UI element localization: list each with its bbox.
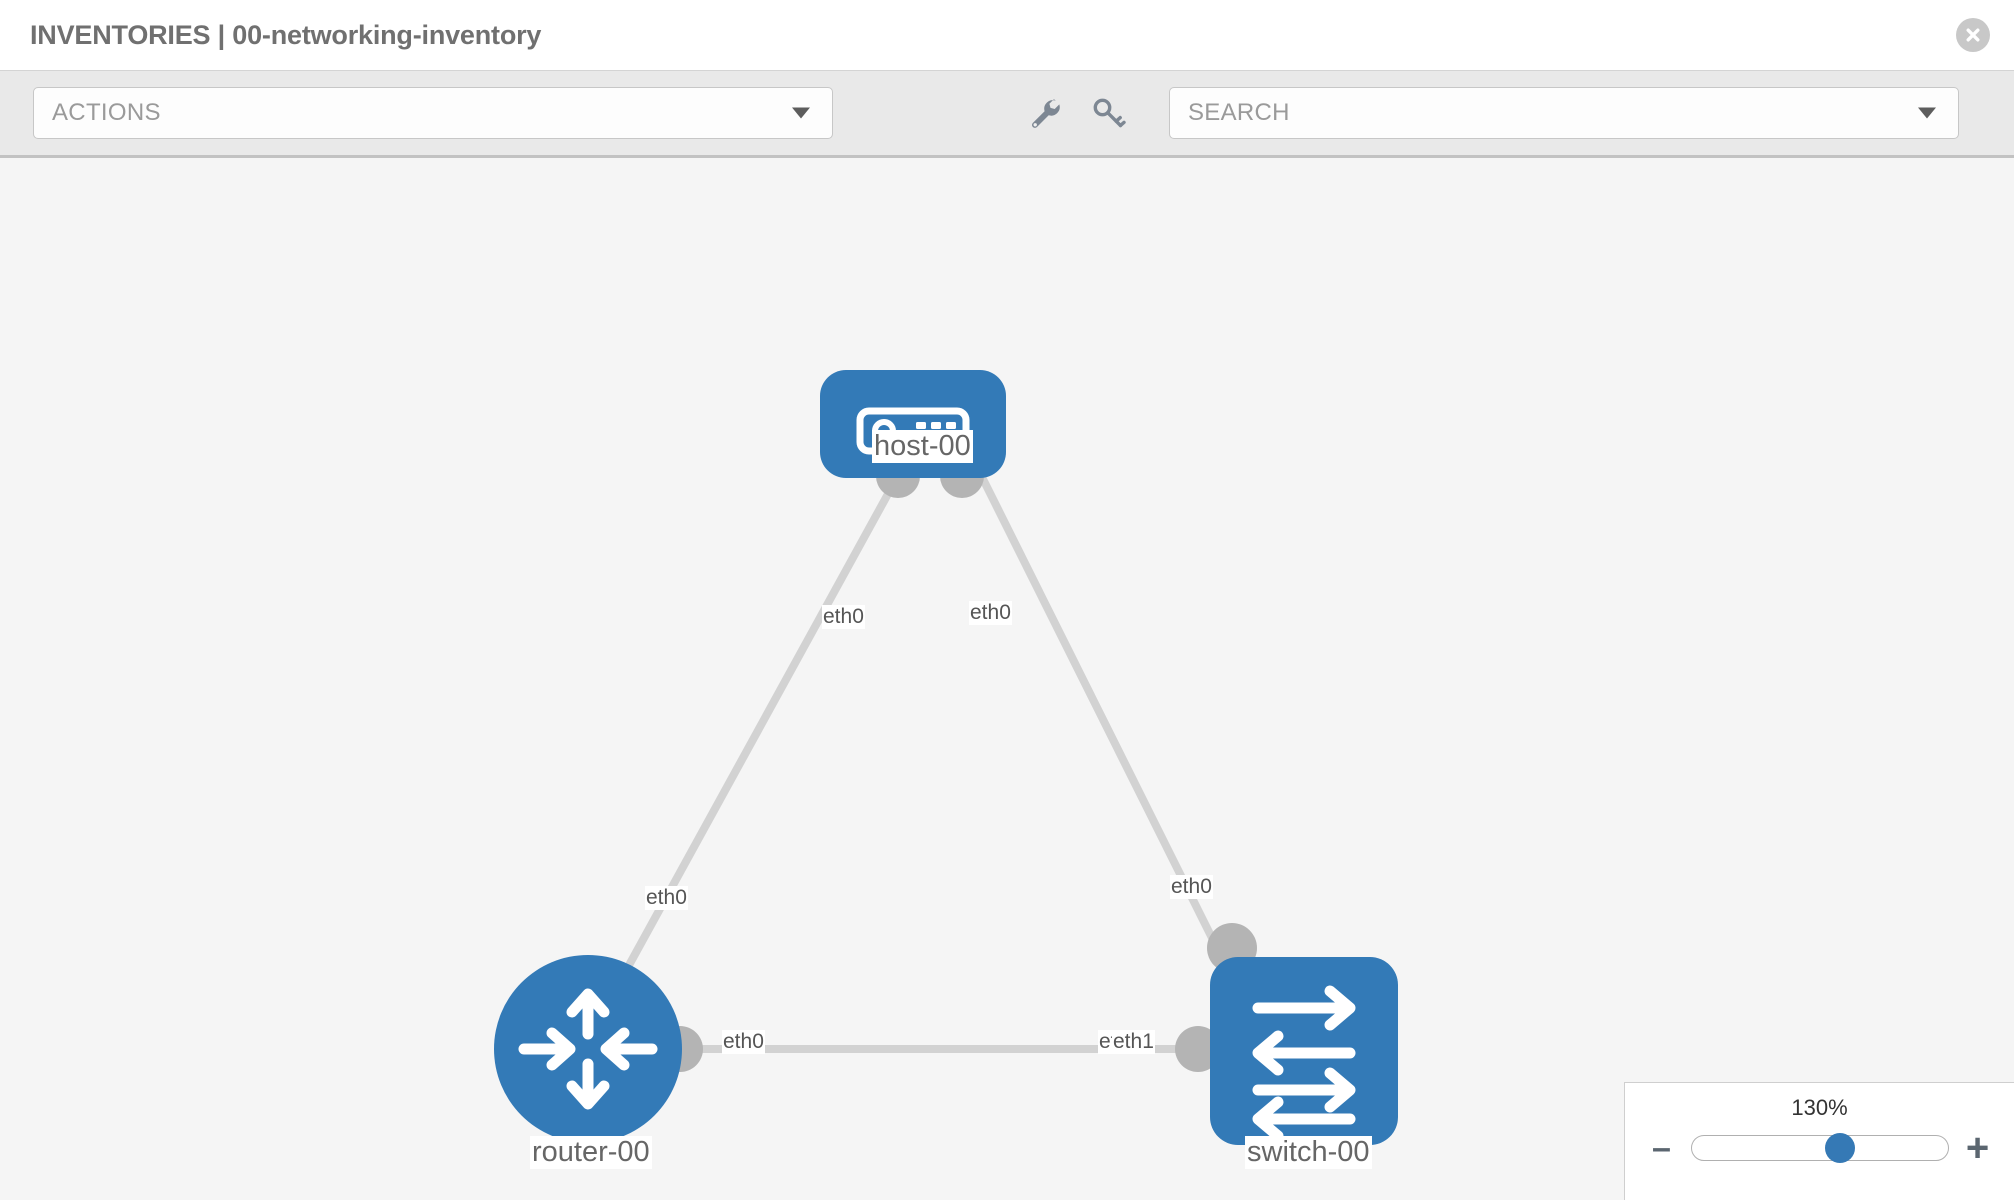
search-input-placeholder: SEARCH: [1188, 99, 1290, 126]
link-host00-router00[interactable]: [596, 461, 909, 1020]
topology-links: [596, 461, 1226, 1053]
port-label-router00-eth0-right: eth0: [722, 1030, 765, 1055]
zoom-slider-thumb[interactable]: [1824, 1133, 1855, 1163]
zoom-slider[interactable]: [1690, 1133, 1949, 1163]
wrench-icon[interactable]: [1023, 92, 1065, 134]
toolbar: ACTIONS: [0, 70, 2014, 158]
port-label-router00-eth0-up: eth0: [645, 886, 688, 911]
port-label-host00-eth0-right: eth0: [969, 601, 1012, 626]
port-label-host00-eth0-left: eth0: [822, 605, 865, 630]
zoom-control: 130% – +: [1624, 1082, 2014, 1200]
page-header: INVENTORIES | 00-networking-inventory: [0, 0, 2014, 70]
zoom-in-button[interactable]: +: [1965, 1126, 1990, 1170]
port-label-switch00-eth0-up: eth0: [1170, 875, 1213, 900]
actions-dropdown-label: ACTIONS: [52, 99, 161, 126]
zoom-percent-label: 130%: [1791, 1095, 1848, 1120]
port-knob-switch00-left[interactable]: [1175, 1026, 1221, 1072]
chevron-down-icon: [792, 107, 810, 119]
node-label-host-00: host-00: [872, 430, 973, 464]
zoom-out-button[interactable]: –: [1652, 1129, 1671, 1167]
topology-graph: [494, 370, 1398, 1145]
port-label-switch00-eth1: eth1: [1112, 1030, 1155, 1055]
router-arrows-icon: [518, 988, 658, 1110]
key-icon[interactable]: [1087, 92, 1129, 134]
close-icon[interactable]: [1956, 18, 1990, 52]
topology-ports: [657, 454, 1257, 1072]
page-title: INVENTORIES | 00-networking-inventory: [30, 19, 542, 50]
topology-canvas[interactable]: host-00 router-00 switch-00 eth0 eth0 et…: [0, 158, 2014, 1200]
node-label-router-00: router-00: [530, 1136, 652, 1170]
node-router-00[interactable]: [494, 955, 682, 1143]
search-input[interactable]: SEARCH: [1169, 87, 1959, 139]
toolbar-icons: [1023, 92, 1129, 134]
node-label-switch-00: switch-00: [1245, 1136, 1372, 1170]
chevron-down-icon: [1918, 107, 1936, 119]
actions-dropdown[interactable]: ACTIONS: [33, 87, 833, 139]
node-switch-00[interactable]: [1210, 957, 1398, 1145]
switch-arrows-icon: [1252, 985, 1356, 1142]
